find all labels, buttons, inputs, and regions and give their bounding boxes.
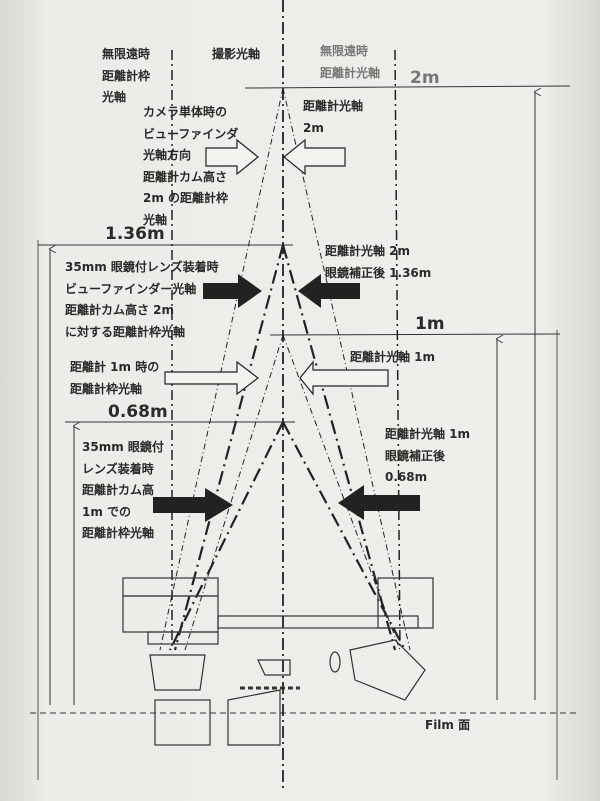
arrow-right-icon <box>153 488 233 522</box>
label-line: ビューファインダー光軸 <box>65 281 197 296</box>
rf-axis-2m-label: 距離計光軸 2m <box>303 96 363 139</box>
label-line: 光軸方向 <box>143 148 192 162</box>
label-line: 35mm 眼鏡付レンズ装着時 <box>65 260 219 274</box>
label-line: 眼鏡補正後 <box>385 448 446 463</box>
arrow-left-icon <box>298 274 360 308</box>
inf-frame-axis-label: 無限遠時 距離計枠 光軸 <box>102 44 150 109</box>
goggles-2m-label: 35mm 眼鏡付レンズ装着時 ビューファインダー光軸 距離計カム高さ 2m に対… <box>65 257 219 343</box>
label-line: ビューファインダ <box>143 126 239 141</box>
distance-2m: 2m <box>410 68 440 88</box>
label-line: 距離計カム高 <box>82 483 155 497</box>
inf-rf-axis-label: 無限遠時 距離計光軸 <box>320 41 380 84</box>
label-line: 距離計カム高さ <box>143 169 228 184</box>
rf-axis-1m-label: 距離計光軸 1m <box>350 350 436 364</box>
label-line: レンズ装着時 <box>82 461 154 476</box>
distance-0-68m: 0.68m <box>108 402 168 422</box>
frame-lines <box>37 240 558 780</box>
rf-1m-corrected-label: 距離計光軸 1m 眼鏡補正後 0.68m <box>385 424 470 489</box>
rf-1m-frame-label: 距離計 1m 時の 距離計枠光軸 <box>70 357 159 400</box>
arrow-left-icon <box>299 360 389 396</box>
film-plane-label: Film 面 <box>425 718 471 732</box>
arrow-right-icon <box>203 274 262 308</box>
camera-body <box>122 577 434 746</box>
arrow-left-icon <box>283 138 346 176</box>
label-line: 無限遠時 <box>320 44 369 58</box>
distance-lines <box>30 85 580 714</box>
label-line: 35mm 眼鏡付 <box>82 440 164 454</box>
label-line: 0.68m <box>385 470 428 484</box>
arrow-right-icon <box>164 360 259 396</box>
optical-axes <box>159 0 411 790</box>
rf-2m-corrected-label: 距離計光軸 2m 眼鏡補正後 1.36m <box>325 241 431 284</box>
label-line: 距離計光軸 2m <box>325 244 411 258</box>
label-line: 距離計光軸 <box>303 99 364 113</box>
outlined-arrows <box>164 138 389 396</box>
label-line: 距離計 1m 時の <box>70 360 160 374</box>
filled-arrows <box>153 274 420 522</box>
label-line: 距離計枠光軸 <box>82 526 155 540</box>
label-line: 光軸 <box>102 90 127 104</box>
label-line: 1m での <box>82 504 132 519</box>
inf-rf-axis-line <box>394 49 401 651</box>
label-line: 距離計枠光軸 <box>70 381 143 396</box>
arrow-left-icon <box>338 485 420 520</box>
label-line: 距離計枠 <box>102 68 151 83</box>
arrow-right-icon <box>205 138 259 176</box>
label-line: 無限遠時 <box>102 47 151 61</box>
distance-1-36m: 1.36m <box>105 224 165 244</box>
label-line: 距離計カム高さ 2m <box>65 303 175 317</box>
label-line: 距離計光軸 1m <box>385 427 471 441</box>
label-line: 距離計光軸 <box>320 65 381 80</box>
taking-axis-label: 撮影光軸 <box>212 47 261 61</box>
label-line: に対する距離計枠光軸 <box>65 324 186 339</box>
label-line: 2m の距離計枠 <box>143 191 229 205</box>
distance-1m: 1m <box>415 314 445 334</box>
camera-only-label: カメラ単体時の ビューファインダ 光軸方向 距離計カム高さ 2m の距離計枠 光… <box>143 102 238 231</box>
label-line: 2m <box>303 120 324 135</box>
label-line: カメラ単体時の <box>143 105 228 119</box>
label-line: 光軸 <box>143 212 168 227</box>
goggles-1m-label: 35mm 眼鏡付 レンズ装着時 距離計カム高 1m での 距離計枠光軸 <box>82 437 164 545</box>
dimension-arrows <box>50 92 535 705</box>
label-line: 眼鏡補正後 1.36m <box>325 265 432 280</box>
